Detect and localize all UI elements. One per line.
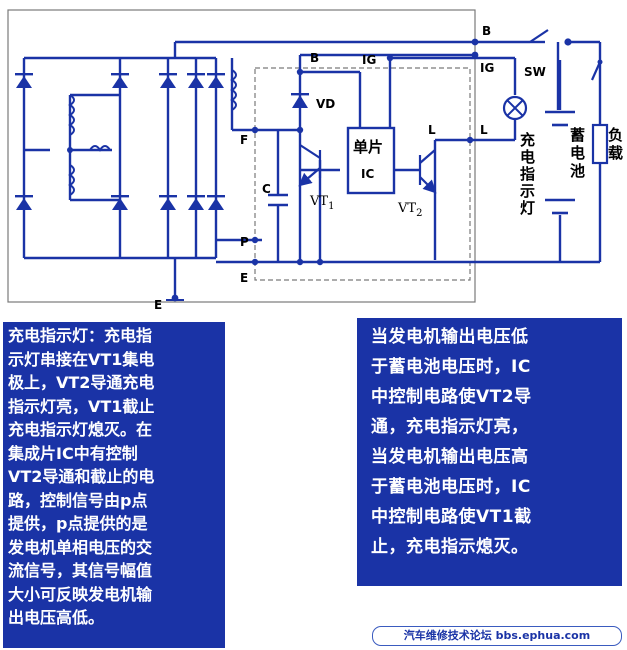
panel-line: 中控制电路使VT2导 xyxy=(371,387,532,407)
label-vd: VD xyxy=(316,97,335,111)
label-vt2: VT2 xyxy=(397,201,422,219)
label-battery: 蓄电池 xyxy=(570,126,585,180)
load-icon xyxy=(590,61,609,165)
lamp-char: 指 xyxy=(520,165,535,183)
transistor-vt2 xyxy=(418,149,437,194)
left-description-panel: 充电指示灯：充电指示灯串接在VT1集电极上，VT2导通充电指示灯亮，VT1截止充… xyxy=(3,322,225,648)
rectifier-diodes xyxy=(15,73,309,210)
label-b-top: B xyxy=(482,24,491,38)
lamp-char: 电 xyxy=(520,148,535,166)
panel-line: 当发电机输出电压高 xyxy=(371,447,529,467)
panel-line: 出电压高低。 xyxy=(8,608,105,627)
battery-char: 蓄 xyxy=(570,126,585,144)
junctions xyxy=(67,38,479,302)
battery-char: 池 xyxy=(570,162,585,180)
lamp-char: 示 xyxy=(520,182,535,200)
label-ic-line1: 单片 xyxy=(353,138,383,156)
panel-line: 止，充电指示熄灭。 xyxy=(371,537,529,557)
label-load: 负载 xyxy=(608,126,623,162)
panel-line: 于蓄电池电压时，IC xyxy=(371,357,531,377)
panel-line: VT2导通和截止的电 xyxy=(8,467,155,486)
panel-line: 充电指示灯：充电指 xyxy=(8,326,153,345)
alternator-boundary xyxy=(7,9,476,303)
label-vt1: VT1 xyxy=(309,194,334,212)
windings xyxy=(68,69,237,196)
panel-line: 指示灯亮，VT1截止 xyxy=(8,396,155,416)
label-ic-line2: IC xyxy=(361,167,374,181)
ic-chip xyxy=(346,126,396,195)
lamp-char: 灯 xyxy=(520,199,535,217)
ignition-switch-icon xyxy=(529,29,572,46)
panel-line: 流信号，其信号幅值 xyxy=(8,561,153,580)
label-f: F xyxy=(240,133,248,147)
panel-line: 提供，p点提供的是 xyxy=(8,514,148,533)
wiring xyxy=(22,40,602,300)
battery-char: 电 xyxy=(570,144,585,162)
label-ig-inner: IG xyxy=(480,61,494,75)
panel-line: 路，控制信号由p点 xyxy=(8,490,148,510)
regulator-boundary xyxy=(254,67,471,281)
battery-icon xyxy=(545,110,575,215)
capacitor xyxy=(268,193,288,207)
load-char: 载 xyxy=(608,144,623,162)
panel-line: 集成片IC中有控制 xyxy=(8,443,138,463)
label-charge-lamp: 充电指示灯 xyxy=(520,131,535,217)
panel-line: 发电机单相电压的交 xyxy=(8,537,153,557)
label-e-bottom: E xyxy=(154,298,162,310)
forum-watermark: 汽车维修技术论坛 bbs.ephua.com xyxy=(372,626,622,646)
label-c: C xyxy=(262,182,271,196)
load-char: 负 xyxy=(608,126,623,144)
panel-line: 于蓄电池电压时，IC xyxy=(371,477,531,497)
lamp-char: 充 xyxy=(520,131,535,149)
transistor-vt1 xyxy=(298,144,322,187)
label-l-outer: L xyxy=(480,123,488,137)
charge-lamp-icon xyxy=(502,95,528,121)
panel-line: 大小可反映发电机输 xyxy=(8,584,153,604)
panel-line: 充电指示灯熄灭。在 xyxy=(8,420,153,439)
label-sw: SW xyxy=(524,65,546,79)
panel-line: 通，充电指示灯亮， xyxy=(371,417,529,437)
panel-line: 示灯串接在VT1集电 xyxy=(8,349,155,369)
panel-line: 当发电机输出电压低 xyxy=(371,327,529,347)
panel-line: 中控制电路使VT1截 xyxy=(371,507,532,527)
circuit-diagram: B IG B IG SW VD F C VT1 单片 IC VT2 L L P … xyxy=(7,9,623,310)
label-l-inner: L xyxy=(428,123,436,137)
label-p: P xyxy=(240,235,249,249)
panel-line: 极上，VT2导通充电 xyxy=(8,373,155,392)
label-b-inner: B xyxy=(310,51,319,65)
right-description-panel: 当发电机输出电压低于蓄电池电压时，IC 中控制电路使VT2导通，充电指示灯亮， 当发… xyxy=(357,318,622,586)
label-ig-top: IG xyxy=(362,53,376,67)
label-e-inner: E xyxy=(240,271,248,285)
